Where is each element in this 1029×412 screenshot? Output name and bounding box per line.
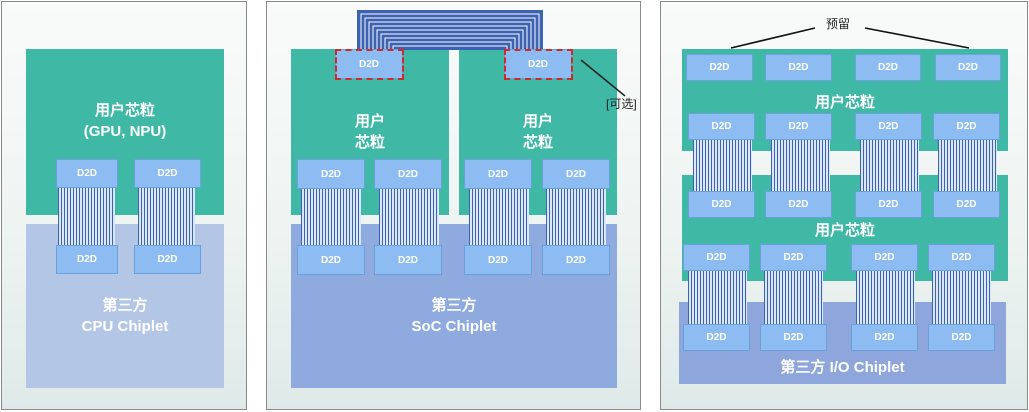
chiplet-bridge-wires [357, 10, 543, 54]
d2d-block: D2D [464, 159, 532, 189]
d2d-block: D2D [928, 244, 995, 271]
d2d-block: D2D [374, 159, 442, 189]
optional-callout-line [580, 59, 626, 97]
chiplet-label-line1: 用户芯粒 [94, 102, 155, 119]
d2d-wires [469, 187, 529, 247]
d2d-wires [860, 139, 919, 192]
d2d-block: D2D [56, 159, 118, 188]
chiplet-a-label-line1: 用户 [354, 113, 385, 130]
d2d-block: D2D [683, 244, 750, 271]
chiplet-bottom-label: 用户芯粒 [814, 222, 875, 239]
chiplet-label-line2: (GPU, NPU) [83, 123, 167, 140]
reserved-label: 预留 [826, 17, 851, 31]
d2d-wires [688, 270, 747, 325]
d2d-block: D2D [134, 159, 201, 188]
d2d-block-reserved: D2D [686, 54, 753, 81]
reserved-callout-lines [730, 27, 970, 49]
optional-marker [335, 49, 404, 80]
base-label-line1: 第三方 [431, 297, 477, 314]
d2d-block: D2D [56, 245, 118, 274]
d2d-wires [938, 139, 997, 192]
d2d-block: D2D [297, 159, 365, 189]
d2d-block: D2D [855, 113, 922, 140]
chiplet-a-label-line2: 芯粒 [354, 134, 385, 151]
d2d-wires [764, 270, 823, 325]
base-label-line2: SoC Chiplet [411, 318, 497, 335]
d2d-block: D2D [933, 113, 1000, 140]
d2d-block: D2D [851, 244, 918, 271]
optional-label: [可选] [606, 97, 637, 111]
d2d-wires [138, 187, 195, 246]
d2d-block: D2D [464, 245, 532, 275]
d2d-block: D2D [134, 245, 201, 274]
d2d-block: D2D [855, 191, 922, 218]
chiplet-b-label-line1: 用户 [522, 113, 553, 130]
d2d-block: D2D [933, 191, 1000, 218]
d2d-block: D2D [297, 245, 365, 275]
d2d-wires [932, 270, 991, 325]
d2d-wires [856, 270, 915, 325]
d2d-block: D2D [928, 324, 995, 351]
d2d-wires [771, 139, 830, 192]
d2d-block: D2D [542, 159, 610, 189]
panel-io-chiplet: 预留 D2D D2D D2D D2D 用户芯粒 D2D D2D D2D D2D … [660, 1, 1028, 410]
panel-soc-chiplet: D2D D2D [可选] 用户 芯粒 用户 芯粒 D2D D2D D2D D2D… [266, 1, 641, 410]
d2d-block: D2D [542, 245, 610, 275]
d2d-block: D2D [683, 324, 750, 351]
d2d-wires [58, 187, 115, 246]
d2d-block: D2D [760, 244, 827, 271]
d2d-wires [379, 187, 439, 247]
io-chiplet-label: 第三方 I/O Chiplet [780, 359, 905, 376]
d2d-block-reserved: D2D [935, 54, 1001, 81]
d2d-block: D2D [760, 324, 827, 351]
d2d-block: D2D [765, 113, 832, 140]
d2d-block: D2D [851, 324, 918, 351]
d2d-block-reserved: D2D [765, 54, 832, 81]
chiplet-top-label: 用户芯粒 [814, 94, 875, 111]
d2d-wires [546, 187, 606, 247]
optional-marker [504, 49, 573, 80]
chiplet-b-label-line2: 芯粒 [522, 134, 553, 151]
d2d-block-reserved: D2D [855, 54, 921, 81]
base-label-line1: 第三方 [102, 297, 148, 314]
panel-cpu-chiplet: 用户芯粒 (GPU, NPU) D2D D2D D2D D2D 第三方 CPU … [1, 1, 247, 410]
d2d-block: D2D [688, 113, 755, 140]
d2d-block: D2D [688, 191, 755, 218]
d2d-block: D2D [765, 191, 832, 218]
base-label-line2: CPU Chiplet [81, 318, 169, 335]
d2d-wires [693, 139, 752, 192]
d2d-block: D2D [374, 245, 442, 275]
d2d-wires [301, 187, 361, 247]
